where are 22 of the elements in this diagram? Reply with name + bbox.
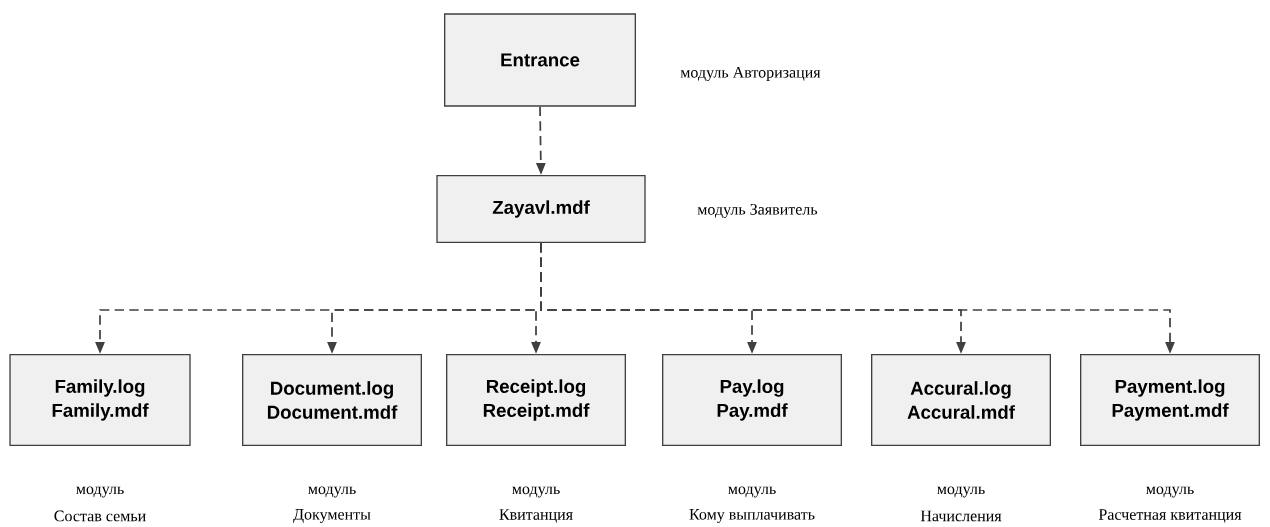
- module-caption: модуль: [76, 486, 124, 498]
- module-box: Payment.log Payment.mdf: [1080, 354, 1260, 446]
- module-box: Family.log Family.mdf: [9, 354, 191, 446]
- module-box: Pay.log Pay.mdf: [662, 354, 842, 446]
- module-caption: модуль: [308, 486, 356, 498]
- module-box: Zayavl.mdf: [436, 175, 646, 243]
- module-caption: Кому выплачивать: [689, 509, 815, 523]
- module-caption: Расчетная квитанция: [1098, 509, 1242, 523]
- module-box: Document.log Document.mdf: [242, 354, 422, 446]
- module-box: Accural.log Accural.mdf: [871, 354, 1051, 446]
- module-caption: Начисления: [920, 510, 1002, 522]
- module-box: Entrance: [444, 13, 636, 107]
- module-caption: модуль: [1146, 486, 1194, 498]
- module-caption: Квитанция: [499, 509, 573, 523]
- module-caption: модуль Авторизация: [680, 67, 821, 81]
- module-caption: Документы: [293, 509, 371, 523]
- module-caption: модуль Заявитель: [697, 203, 818, 218]
- module-caption: модуль: [512, 486, 560, 498]
- module-caption: модуль: [728, 486, 776, 498]
- module-caption: модуль: [937, 486, 985, 498]
- module-caption: Состав семьи: [54, 510, 146, 522]
- module-box: Receipt.log Receipt.mdf: [446, 354, 626, 446]
